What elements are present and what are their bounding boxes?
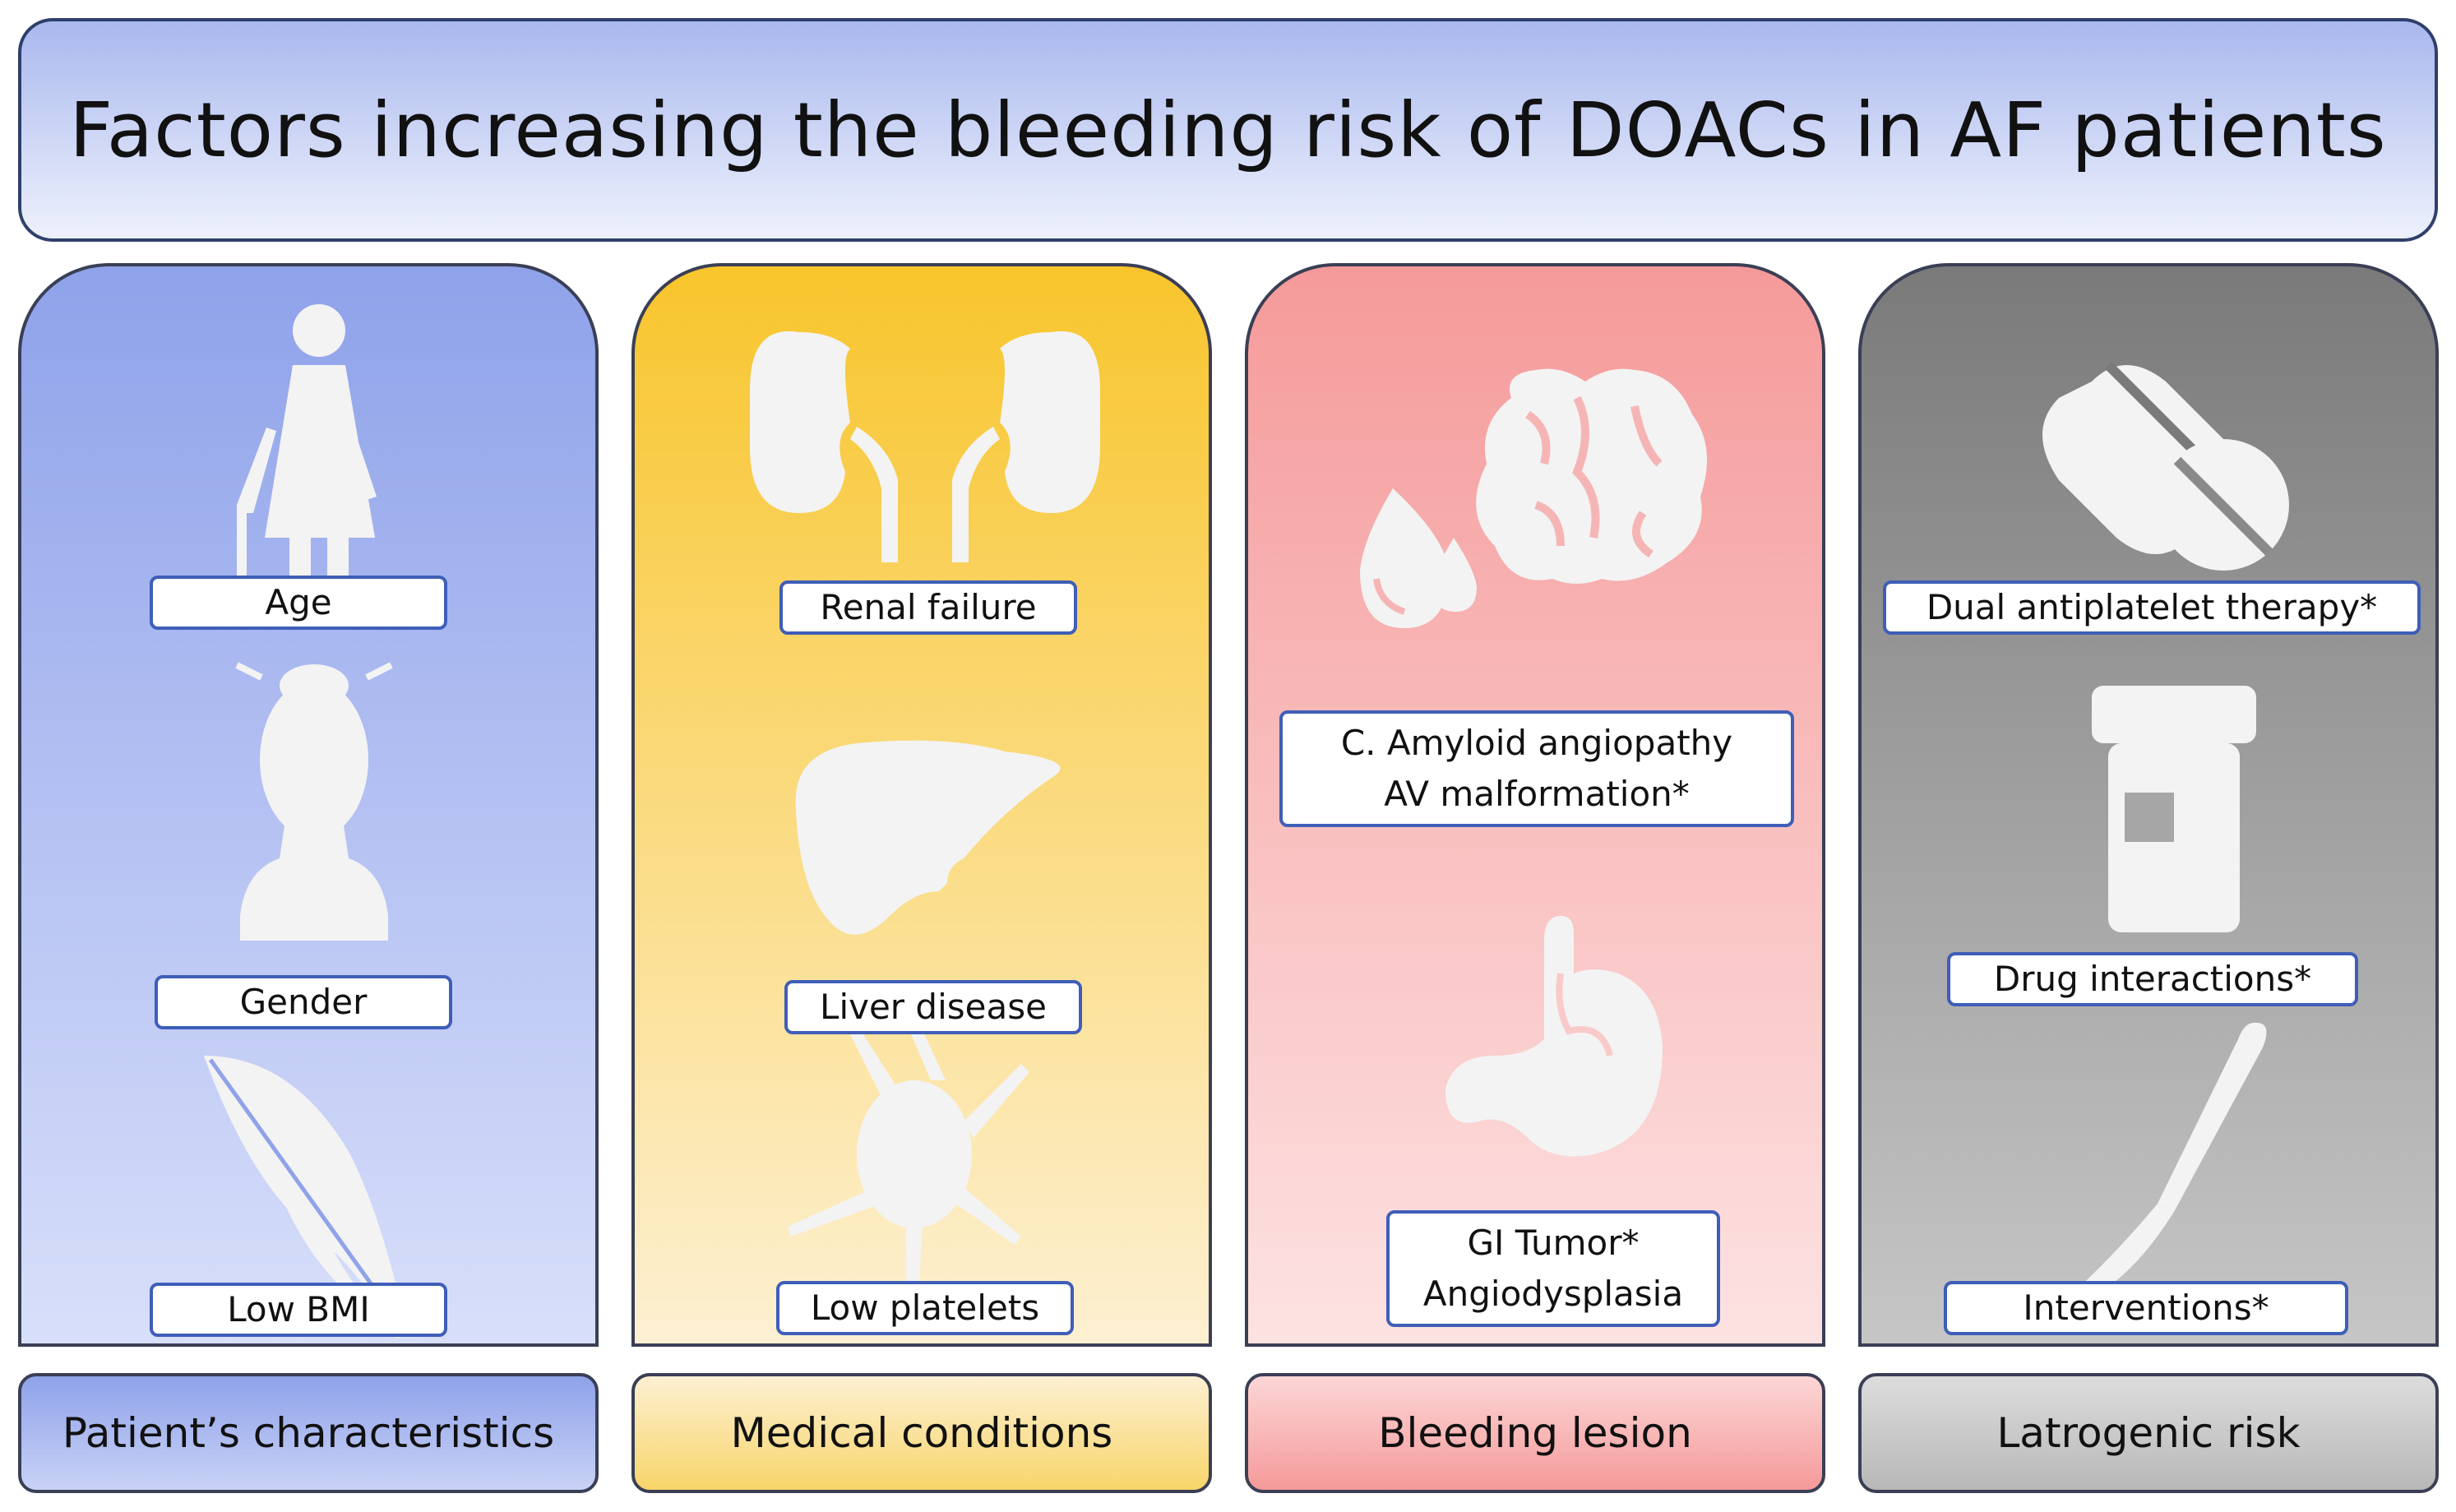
label-amyloid-angiopathy: C. Amyloid angiopathy AV malformation* xyxy=(1279,710,1794,827)
category-latrogenic-text: Latrogenic risk xyxy=(1996,1409,2301,1457)
category-medical-conditions: Medical conditions xyxy=(631,1373,1212,1493)
column-medical-conditions: Renal failure Liver disease Low platelet… xyxy=(631,263,1212,1347)
label-interventions-text: Interventions* xyxy=(2023,1288,2269,1328)
column-latrogenic-risk: Dual antiplatelet therapy* Drug interact… xyxy=(1858,263,2439,1347)
column-1-icons xyxy=(204,304,410,1339)
scalpel-icon xyxy=(2072,1022,2267,1304)
pills-icon xyxy=(2042,361,2289,571)
label-renal-failure: Renal failure xyxy=(779,580,1077,635)
label-liver-disease-text: Liver disease xyxy=(820,987,1047,1027)
label-drug-interactions: Drug interactions* xyxy=(1947,952,2358,1006)
label-gender-text: Gender xyxy=(239,982,368,1022)
liver-icon xyxy=(795,740,1061,935)
column-3-icons xyxy=(1360,368,1707,1157)
category-latrogenic-risk: Latrogenic risk xyxy=(1858,1373,2439,1493)
stomach-icon xyxy=(1445,916,1663,1157)
column-bleeding-lesion: C. Amyloid angiopathy AV malformation* G… xyxy=(1245,263,1825,1347)
label-age-text: Age xyxy=(265,582,332,622)
label-low-platelets-text: Low platelets xyxy=(810,1288,1040,1328)
diagram-title: Factors increasing the bleeding risk of … xyxy=(69,86,2387,174)
category-patient-text: Patient’s characteristics xyxy=(62,1409,555,1457)
category-bleeding-lesion: Bleeding lesion xyxy=(1245,1373,1825,1493)
label-gi-tumor: GI Tumor* Angiodysplasia xyxy=(1386,1210,1720,1327)
label-renal-failure-text: Renal failure xyxy=(820,587,1037,627)
label-dual-antiplatelet: Dual antiplatelet therapy* xyxy=(1883,580,2421,635)
label-gender: Gender xyxy=(155,975,452,1029)
woman-bust-icon xyxy=(235,662,393,941)
label-gi-tumor-line1: GI Tumor* xyxy=(1467,1223,1640,1263)
category-bleeding-text: Bleeding lesion xyxy=(1378,1409,1692,1457)
label-drug-interactions-text: Drug interactions* xyxy=(1993,959,2312,999)
kidneys-icon xyxy=(750,331,1100,562)
platelet-icon xyxy=(788,1020,1029,1286)
label-age: Age xyxy=(150,576,447,630)
label-interventions: Interventions* xyxy=(1944,1281,2348,1335)
column-4-icons xyxy=(2042,361,2289,1304)
label-gi-tumor-line2: Angiodysplasia xyxy=(1422,1274,1684,1314)
label-dual-antiplatelet-text: Dual antiplatelet therapy* xyxy=(1926,587,2378,627)
title-banner: Factors increasing the bleeding risk of … xyxy=(18,18,2438,242)
category-patient-characteristics: Patient’s characteristics xyxy=(18,1373,599,1493)
category-medical-text: Medical conditions xyxy=(730,1409,1113,1457)
column-patient-characteristics: Age Gender Low BMI xyxy=(18,263,599,1347)
column-2-icons xyxy=(750,331,1100,1286)
brain-blood-drops-icon xyxy=(1360,368,1707,628)
pill-bottle-icon xyxy=(2092,686,2256,932)
label-amyloid-line2: AV malformation* xyxy=(1384,774,1690,814)
label-low-bmi: Low BMI xyxy=(150,1283,447,1337)
label-liver-disease: Liver disease xyxy=(784,980,1082,1034)
label-low-platelets: Low platelets xyxy=(776,1281,1074,1335)
label-amyloid-line1: C. Amyloid angiopathy xyxy=(1340,723,1733,763)
label-low-bmi-text: Low BMI xyxy=(227,1289,370,1329)
